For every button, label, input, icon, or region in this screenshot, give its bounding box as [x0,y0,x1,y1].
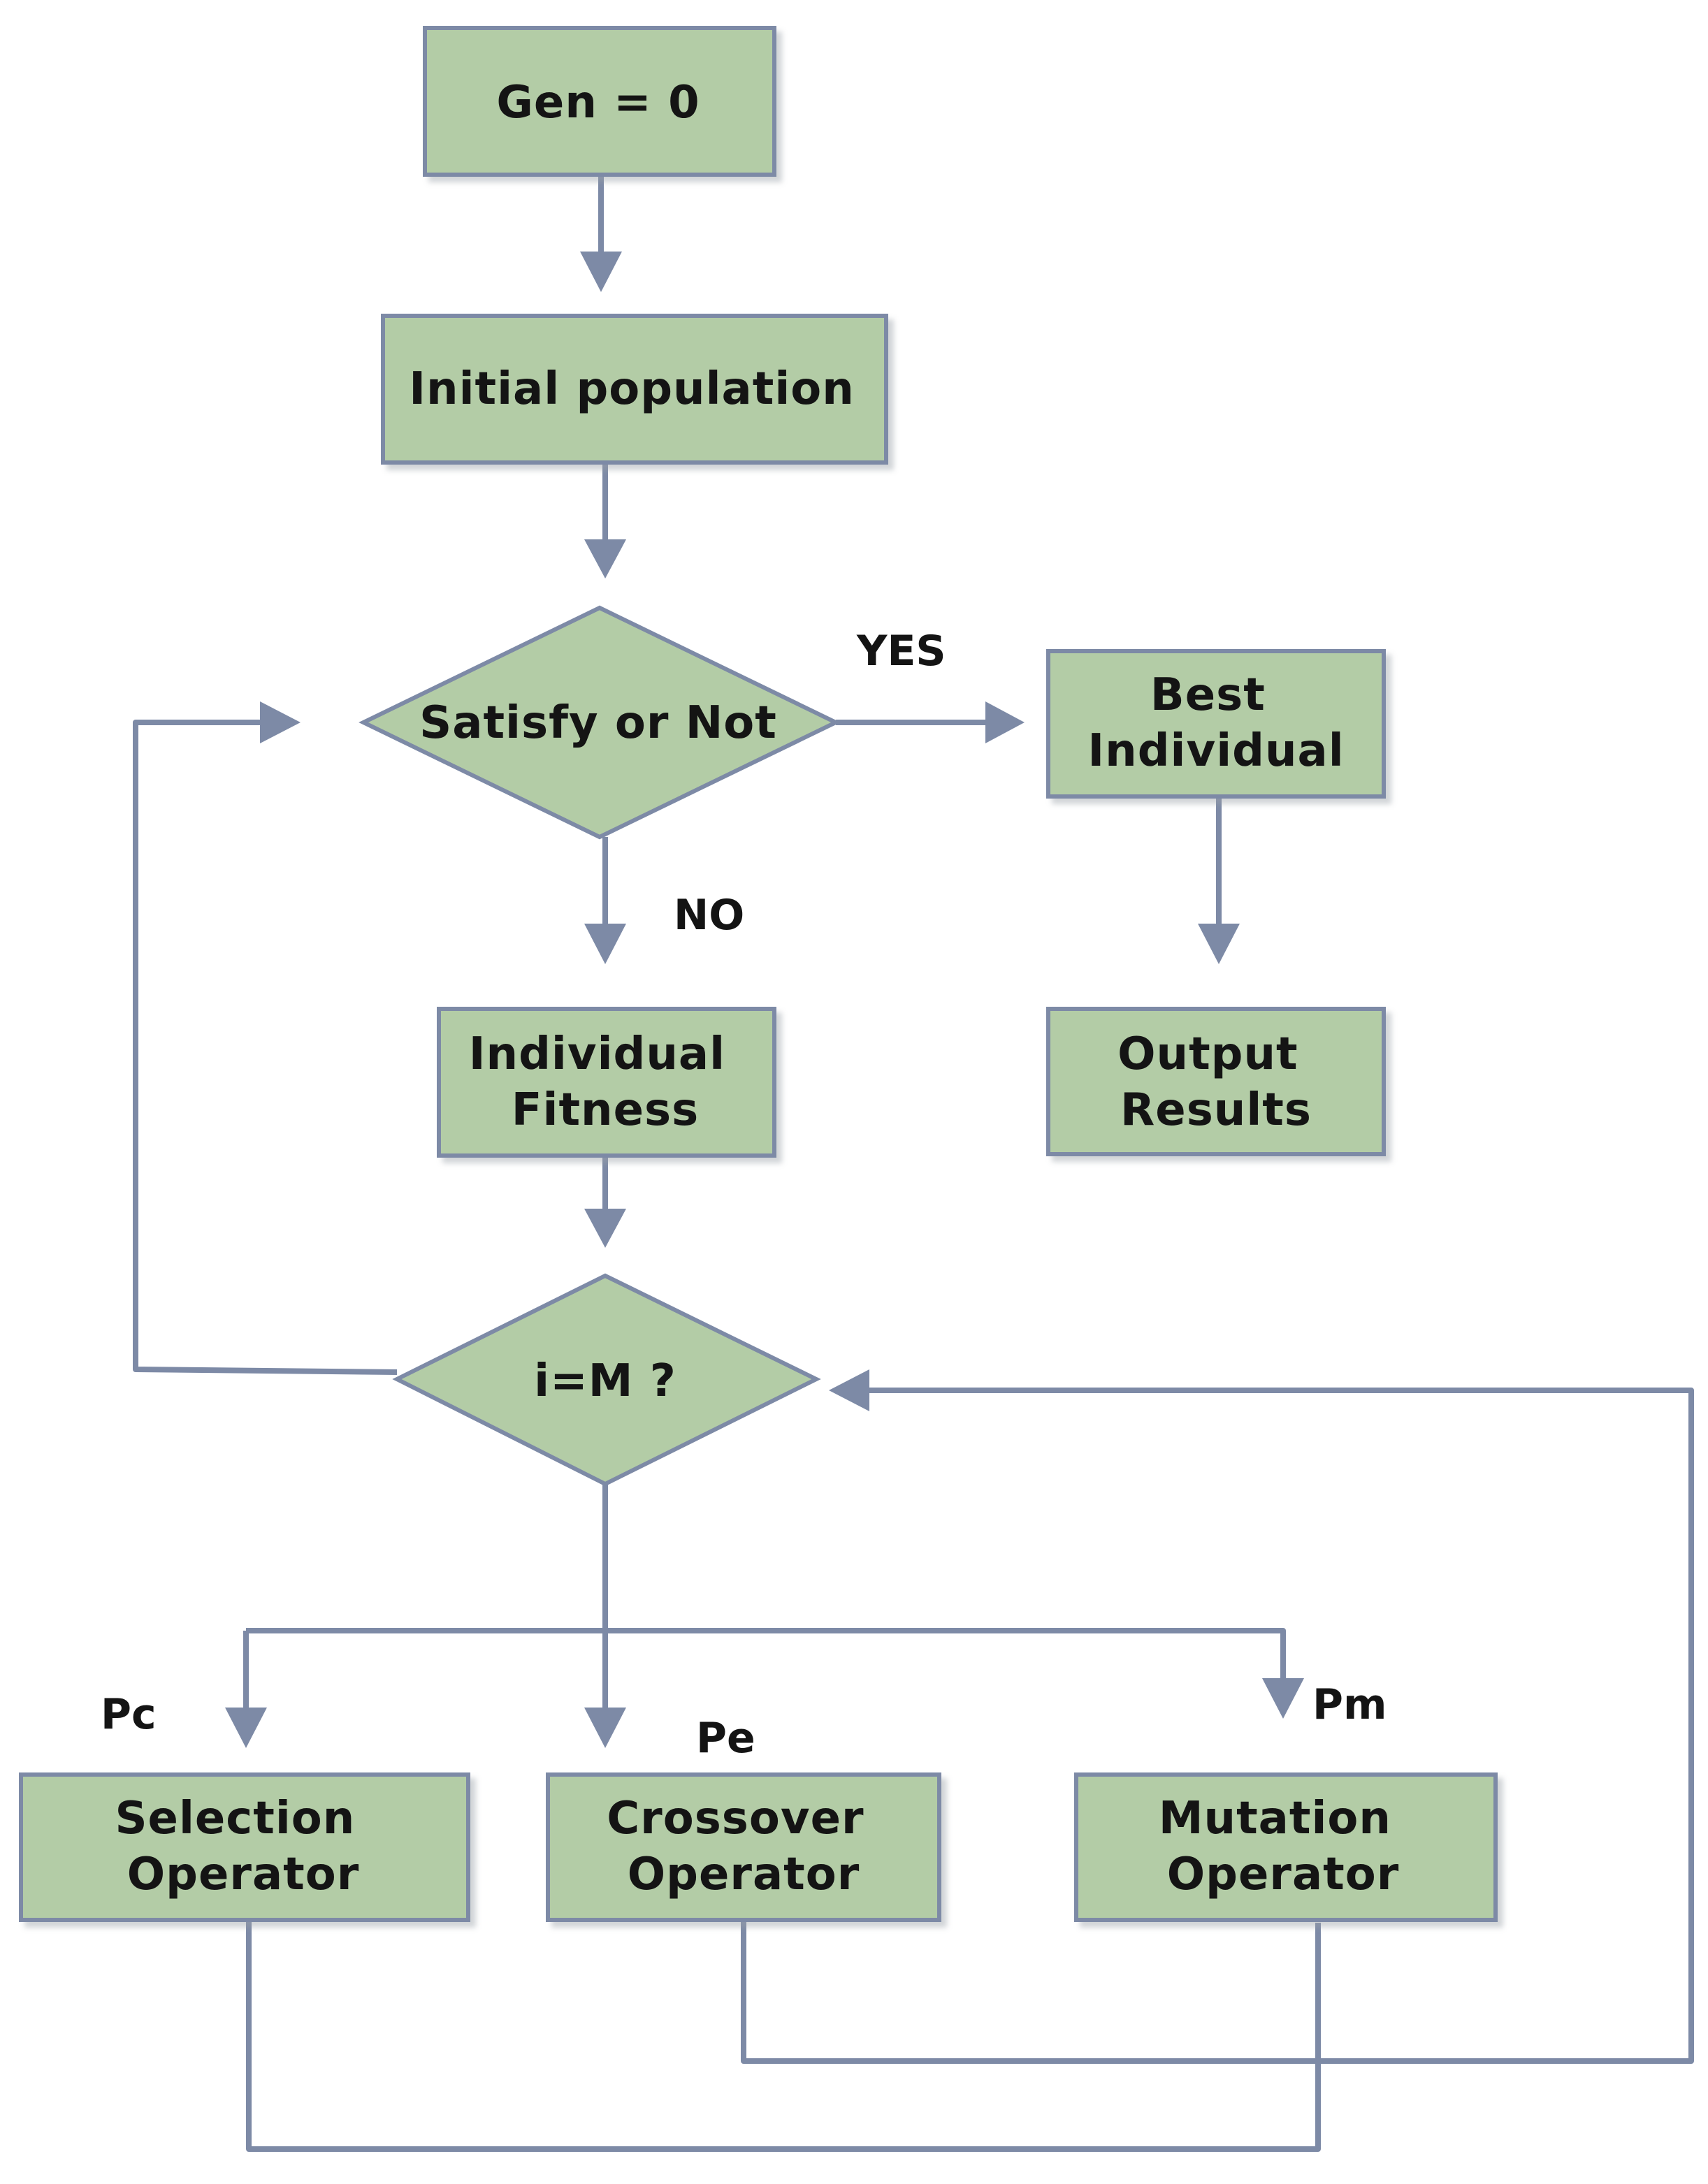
node-initial-population: Initial population [381,314,888,465]
node-individual-fitness-label: Individual Fitness [469,1028,742,1136]
connectors [133,175,1694,2152]
node-satisfy-or-not-label: Satisfy or Not [419,697,777,749]
node-i-equals-m: i=M ? [392,1273,821,1487]
node-mutation-operator: Mutation Operator [1074,1772,1498,1922]
arrowhead-crossover [584,1708,626,1748]
edge-label-no: NO [674,891,744,940]
arrowhead-satisfy-top [584,539,626,578]
node-selection-operator: Selection Operator [19,1772,470,1922]
edge-label-yes: YES [856,627,946,676]
arrowhead-satisfy-left [260,701,301,743]
edge-label-pe: Pe [696,1714,755,1763]
node-satisfy-or-not: Satisfy or Not [359,605,841,840]
node-best-individual: Best Individual [1046,649,1386,799]
arrowhead-im-right [829,1369,869,1411]
arrowhead-initial-population [580,252,622,292]
arrowhead-selection [225,1708,267,1748]
node-output-results: Output Results [1046,1007,1386,1156]
edge-label-pc: Pc [101,1690,157,1739]
node-gen-0: Gen = 0 [423,26,776,177]
edge-selection-mutation-return [246,1921,1321,2152]
node-i-equals-m-label: i=M ? [534,1355,676,1407]
node-output-results-label: Output Results [1117,1028,1315,1136]
node-gen-0-label: Gen = 0 [496,77,700,129]
arrowhead-individual-fitness [584,924,626,964]
edge-crossover-return [741,1388,1694,2064]
node-initial-population-label: Initial population [409,363,855,415]
edge-branch-bar [243,1628,1286,1713]
arrowhead-mutation [1262,1678,1304,1719]
node-crossover-operator: Crossover Operator [546,1772,941,1922]
node-crossover-operator-label: Crossover Operator [607,1793,881,1900]
edge-label-pm: Pm [1312,1680,1387,1729]
node-individual-fitness: Individual Fitness [437,1007,776,1158]
arrowhead-im-top [584,1209,626,1248]
node-mutation-operator-label: Mutation Operator [1159,1793,1407,1900]
arrowhead-best-individual [985,701,1025,743]
arrowhead-output-results [1198,924,1240,964]
node-best-individual-label: Best Individual [1087,669,1344,777]
edge-im-loop-to-satisfy [133,720,398,1375]
node-selection-operator-label: Selection Operator [115,1793,371,1900]
